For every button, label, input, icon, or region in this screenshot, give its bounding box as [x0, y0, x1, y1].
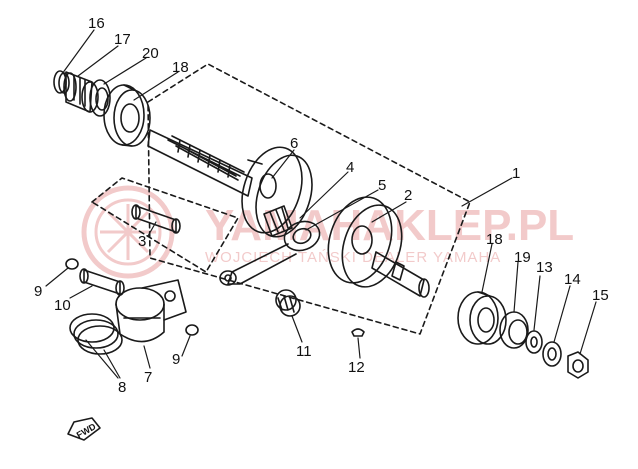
part-15-nut: [567, 351, 589, 379]
callout-18-right: 18: [486, 231, 503, 248]
part-18-bearing-right: [457, 291, 507, 345]
part-7-piston: [115, 279, 187, 343]
fwd-arrow-icon: [67, 417, 101, 441]
watermark-logo-inner: [94, 198, 162, 266]
part-9-clip-left: [65, 258, 79, 270]
callout-5: 5: [378, 177, 386, 194]
callout-18-left: 18: [172, 59, 189, 76]
crankshaft-assembly-outline: [147, 63, 471, 335]
part-17-gear: [63, 71, 99, 113]
callout-2: 2: [404, 187, 412, 204]
part-13-washer: [525, 330, 543, 354]
callout-20: 20: [142, 45, 159, 62]
watermark-tagline: WOJCIECH TAŃSKI DEALER YAMAHA: [205, 249, 501, 266]
part-6-crank-web-left: [241, 146, 313, 238]
callout-12: 12: [348, 359, 365, 376]
part-11-small-end-bearing: [275, 289, 301, 317]
callout-19: 19: [514, 249, 531, 266]
part-8-piston-rings: [69, 313, 123, 355]
part-3-piston-pin: [131, 204, 181, 234]
callout-7: 7: [144, 369, 152, 386]
callout-labels: 16 17 20 18 1 6 4 5 2 3 9 10 8 7 9 11 12…: [34, 15, 609, 440]
part-4-connecting-rod: [219, 220, 321, 286]
part-20-oil-seal: [89, 79, 111, 117]
callout-9-left: 9: [34, 283, 42, 300]
callout-9-right: 9: [172, 351, 180, 368]
leader-lines: [45, 29, 597, 379]
callout-1: 1: [512, 165, 520, 182]
crankshaft-left-shaft: [147, 129, 253, 197]
callout-14: 14: [564, 271, 581, 288]
callout-15: 15: [592, 287, 609, 304]
callout-4: 4: [346, 159, 354, 176]
callout-11: 11: [296, 343, 312, 360]
part-18-bearing-left: [103, 84, 151, 147]
watermark-logo: [81, 185, 175, 279]
callout-13: 13: [536, 259, 553, 276]
part-2-crank-web-right: [327, 196, 430, 298]
part-9-clip-right: [185, 324, 199, 336]
part-14-lock-washer: [542, 341, 562, 367]
callout-16: 16: [88, 15, 105, 32]
callout-10: 10: [54, 297, 71, 314]
part-5-needle-bearing: [263, 205, 293, 237]
callout-17: 17: [114, 31, 131, 48]
callout-3: 3: [138, 233, 146, 250]
callout-6: 6: [290, 135, 298, 152]
part-12-woodruff-key: [351, 328, 365, 337]
callout-8: 8: [118, 379, 126, 396]
